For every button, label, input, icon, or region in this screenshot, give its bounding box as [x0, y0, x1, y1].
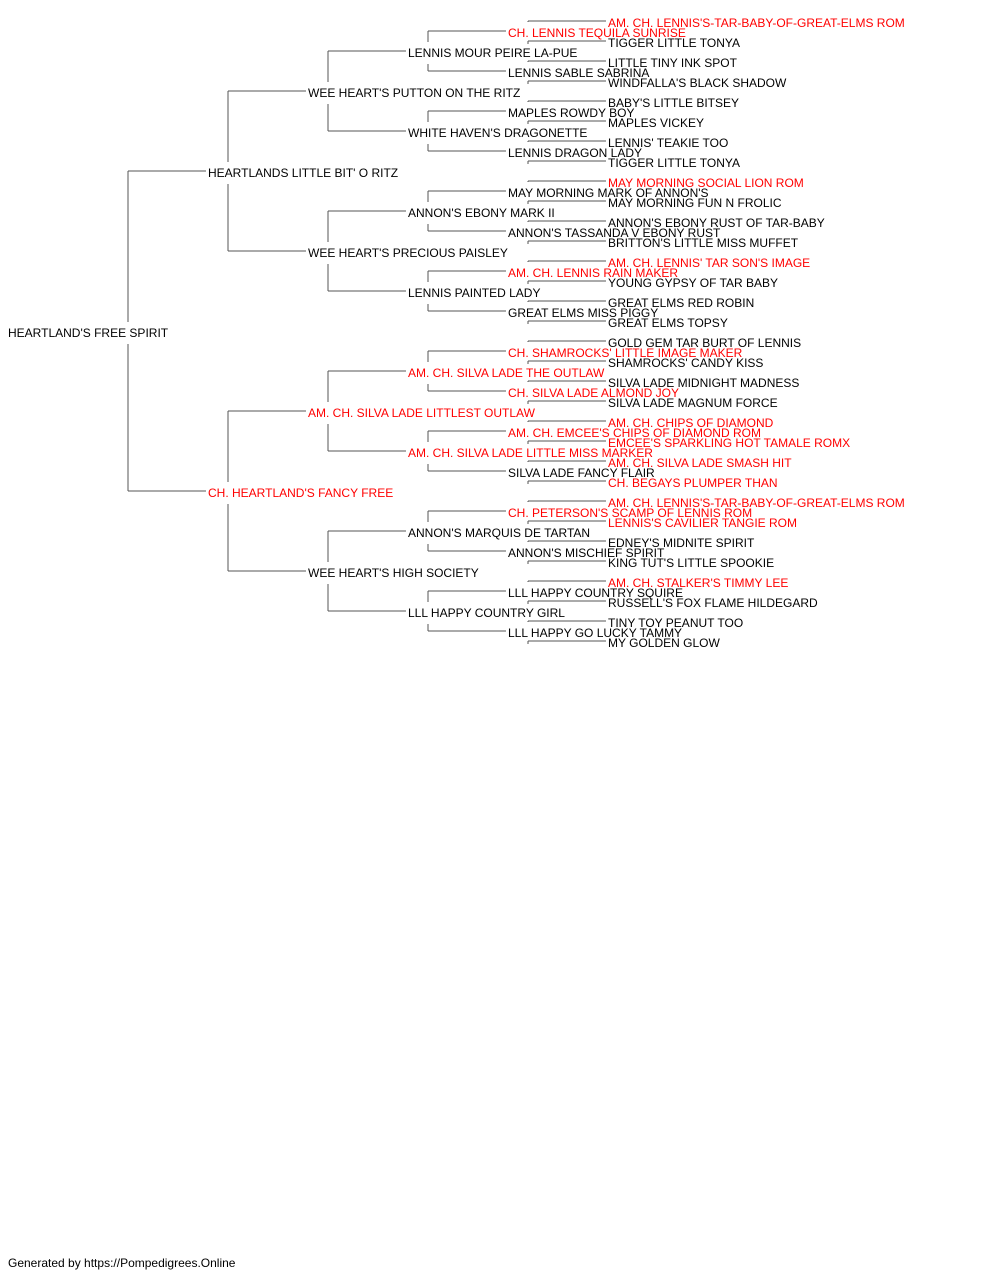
- ancestor-name-gen4: LLL HAPPY GO LUCKY TAMMY: [508, 626, 682, 640]
- ancestor-name-gen5: AM. CH. LENNIS'S-TAR-BABY-OF-GREAT-ELMS …: [608, 496, 905, 510]
- ancestor-name-gen5: ANNON'S EBONY RUST OF TAR-BABY: [608, 216, 825, 230]
- ancestor-name-gen5: MY GOLDEN GLOW: [608, 636, 720, 650]
- ancestor-name-gen5: GOLD GEM TAR BURT OF LENNIS: [608, 336, 801, 350]
- ancestor-name-gen4: AM. CH. EMCEE'S CHIPS OF DIAMOND ROM: [508, 426, 761, 440]
- ancestor-name-gen1: CH. HEARTLAND'S FANCY FREE: [208, 486, 393, 500]
- ancestor-name-gen5: AM. CH. CHIPS OF DIAMOND: [608, 416, 774, 430]
- ancestor-name-gen5: EDNEY'S MIDNITE SPIRIT: [608, 536, 755, 550]
- ancestor-name-gen4: SILVA LADE FANCY FLAIR: [508, 466, 655, 480]
- ancestor-name-gen4: ANNON'S MISCHIEF SPIRIT: [508, 546, 665, 560]
- ancestor-name-gen5: AM. CH. LENNIS'S-TAR-BABY-OF-GREAT-ELMS …: [608, 16, 905, 30]
- ancestor-name-gen3: AM. CH. SILVA LADE LITTLE MISS MARKER: [408, 446, 653, 460]
- ancestor-name-gen4: CH. LENNIS TEQUILA SUNRISE: [508, 26, 686, 40]
- ancestor-name-gen5: AM. CH. SILVA LADE SMASH HIT: [608, 456, 792, 470]
- ancestor-name-gen2: WEE HEART'S PUTTON ON THE RITZ: [308, 86, 520, 100]
- ancestor-name-gen5: RUSSELL'S FOX FLAME HILDEGARD: [608, 596, 818, 610]
- ancestor-name-gen5: TINY TOY PEANUT TOO: [608, 616, 743, 630]
- ancestor-name-gen3: LENNIS MOUR PEIRE LA-PUE: [408, 46, 577, 60]
- ancestor-name-gen5: AM. CH. STALKER'S TIMMY LEE: [608, 576, 788, 590]
- ancestor-name-gen5: TIGGER LITTLE TONYA: [608, 156, 740, 170]
- ancestor-name-gen4: MAY MORNING MARK OF ANNON'S: [508, 186, 709, 200]
- ancestor-name-gen5: MAY MORNING FUN N FROLIC: [608, 196, 782, 210]
- ancestor-name-gen4: GREAT ELMS MISS PIGGY: [508, 306, 658, 320]
- ancestor-name-gen5: TIGGER LITTLE TONYA: [608, 36, 740, 50]
- ancestor-name-gen5: MAPLES VICKEY: [608, 116, 704, 130]
- ancestor-name-gen4: AM. CH. LENNIS RAIN MAKER: [508, 266, 678, 280]
- ancestor-name-gen3: AM. CH. SILVA LADE THE OUTLAW: [408, 366, 605, 380]
- ancestor-name-gen3: LENNIS PAINTED LADY: [408, 286, 540, 300]
- ancestor-name-gen5: CH. BEGAYS PLUMPER THAN: [608, 476, 778, 490]
- ancestor-name-gen5: GREAT ELMS TOPSY: [608, 316, 728, 330]
- ancestor-name-gen5: BRITTON'S LITTLE MISS MUFFET: [608, 236, 799, 250]
- footer-credit: Generated by https://Pompedigrees.Online: [8, 1256, 236, 1270]
- ancestor-name-gen2: WEE HEART'S HIGH SOCIETY: [308, 566, 479, 580]
- ancestor-name-gen3: LLL HAPPY COUNTRY GIRL: [408, 606, 565, 620]
- ancestor-name-gen3: ANNON'S EBONY MARK II: [408, 206, 555, 220]
- ancestor-name-gen4: CH. SILVA LADE ALMOND JOY: [508, 386, 679, 400]
- ancestor-name-gen5: SHAMROCKS' CANDY KISS: [608, 356, 763, 370]
- ancestor-name-gen5: LITTLE TINY INK SPOT: [608, 56, 738, 70]
- ancestor-name-gen5: EMCEE'S SPARKLING HOT TAMALE ROMX: [608, 436, 850, 450]
- ancestor-name-gen5: SILVA LADE MIDNIGHT MADNESS: [608, 376, 799, 390]
- ancestor-name-gen4: LENNIS DRAGON LADY: [508, 146, 642, 160]
- ancestor-name-gen5: YOUNG GYPSY OF TAR BABY: [608, 276, 778, 290]
- ancestor-name-gen5: WINDFALLA'S BLACK SHADOW: [608, 76, 787, 90]
- ancestor-name-gen1: HEARTLANDS LITTLE BIT' O RITZ: [208, 166, 398, 180]
- ancestor-name-gen4: LENNIS SABLE SABRINA: [508, 66, 649, 80]
- ancestor-name-gen5: MAY MORNING SOCIAL LION ROM: [608, 176, 804, 190]
- ancestor-name-gen3: WHITE HAVEN'S DRAGONETTE: [408, 126, 587, 140]
- ancestor-name-gen5: KING TUT'S LITTLE SPOOKIE: [608, 556, 774, 570]
- ancestor-name-gen4: MAPLES ROWDY BOY: [508, 106, 634, 120]
- ancestor-name-gen5: AM. CH. LENNIS' TAR SON'S IMAGE: [608, 256, 810, 270]
- ancestor-name-gen2: WEE HEART'S PRECIOUS PAISLEY: [308, 246, 508, 260]
- ancestor-name-gen3: ANNON'S MARQUIS DE TARTAN: [408, 526, 590, 540]
- ancestor-name-gen5: SILVA LADE MAGNUM FORCE: [608, 396, 778, 410]
- ancestor-name-gen5: BABY'S LITTLE BITSEY: [608, 96, 739, 110]
- ancestor-name-gen5: LENNIS'S CAVILIER TANGIE ROM: [608, 516, 797, 530]
- ancestor-name-gen4: CH. PETERSON'S SCAMP OF LENNIS ROM: [508, 506, 752, 520]
- ancestor-name-gen5: GREAT ELMS RED ROBIN: [608, 296, 754, 310]
- ancestor-name-gen4: CH. SHAMROCKS' LITTLE IMAGE MAKER: [508, 346, 743, 360]
- ancestor-name-gen2: AM. CH. SILVA LADE LITTLEST OUTLAW: [308, 406, 536, 420]
- ancestor-name-gen5: LENNIS' TEAKIE TOO: [608, 136, 728, 150]
- subject-name: HEARTLAND'S FREE SPIRIT: [8, 326, 169, 340]
- ancestor-name-gen4: ANNON'S TASSANDA V EBONY RUST: [508, 226, 721, 240]
- ancestor-name-gen4: LLL HAPPY COUNTRY SQUIRE: [508, 586, 683, 600]
